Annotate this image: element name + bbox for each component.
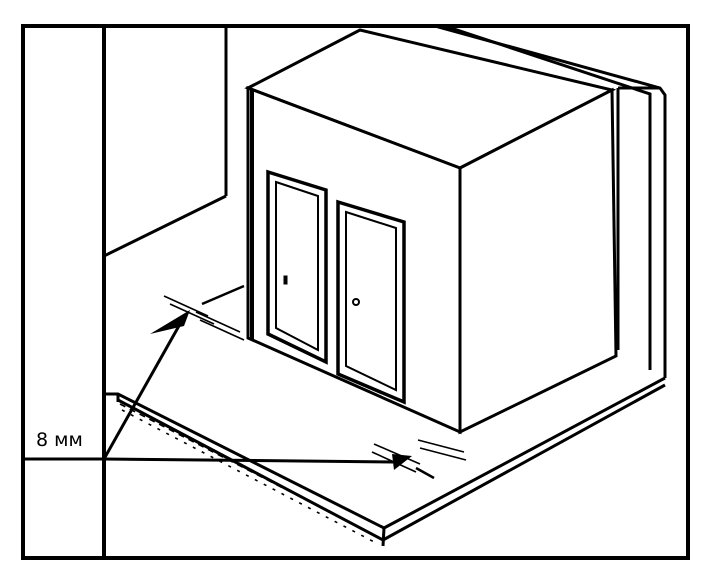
arrow-left bbox=[150, 310, 190, 334]
arrow-right bbox=[392, 454, 412, 470]
door-left bbox=[266, 169, 328, 365]
callout-panel bbox=[23, 26, 106, 558]
leader-lines bbox=[102, 323, 395, 464]
cabin bbox=[244, 28, 618, 435]
door-right bbox=[336, 199, 406, 405]
door-handle-icon bbox=[283, 275, 288, 285]
leader-line-right bbox=[103, 457, 395, 464]
gap-marks-left bbox=[163, 284, 245, 341]
room-walls bbox=[103, 24, 667, 378]
slab-hatching bbox=[119, 403, 381, 545]
arrowheads bbox=[150, 310, 412, 470]
door-handle-icon bbox=[352, 298, 360, 306]
leader-line-left bbox=[102, 323, 182, 460]
callout-label: 8 мм bbox=[36, 429, 83, 451]
